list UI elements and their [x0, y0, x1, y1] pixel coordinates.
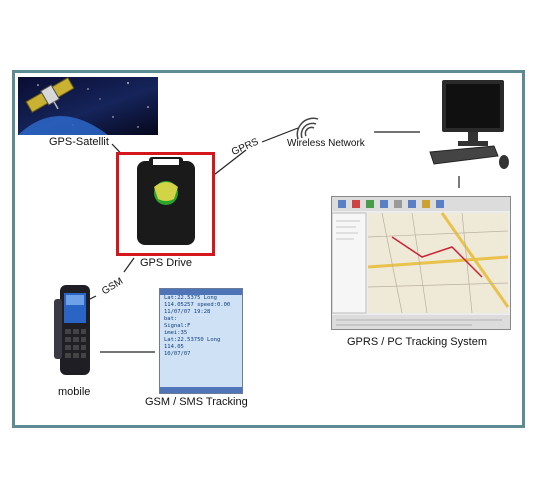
sms-line: 114.05 [164, 344, 184, 350]
line-gprs-to-network [261, 127, 299, 143]
label-gps-drive: GPS Drive [140, 257, 192, 269]
pc-tracking-screenshot [331, 196, 511, 330]
wireless-signal-icon [296, 117, 319, 140]
sms-line: 114.05257 speed:0.00 [164, 302, 231, 308]
monitor-icon [428, 78, 516, 178]
label-gprs-pc-tracking-system: GPRS / PC Tracking System [347, 336, 487, 348]
label-gsm-sms-tracking: GSM / SMS Tracking [145, 396, 248, 408]
label-mobile: mobile [58, 386, 91, 398]
label-gps-satellite: GPS-Satellit [49, 136, 109, 148]
sms-line: 10/07/07 [164, 351, 191, 357]
sms-line: Lat:22.53750 Long [164, 337, 221, 343]
gps-tracker-device [116, 152, 215, 256]
label-wireless-network: Wireless Network [287, 138, 365, 149]
satellite-image [18, 77, 158, 135]
sms-line: bat: [164, 316, 178, 322]
line-tracker-to-gprs [209, 149, 247, 179]
sms-line: imei:35 [164, 330, 188, 336]
sms-screen: Lat:22.5375 Long 114.05257 speed:0.00 11… [159, 288, 243, 394]
sms-line: Lat:22.5375 Long [164, 295, 217, 301]
sms-line: 11/07/07 19:28 [164, 309, 211, 315]
line-tracker-to-gsm [123, 257, 135, 273]
mobile-phone-icon [52, 283, 100, 383]
sms-line: Signal:F [164, 323, 191, 329]
